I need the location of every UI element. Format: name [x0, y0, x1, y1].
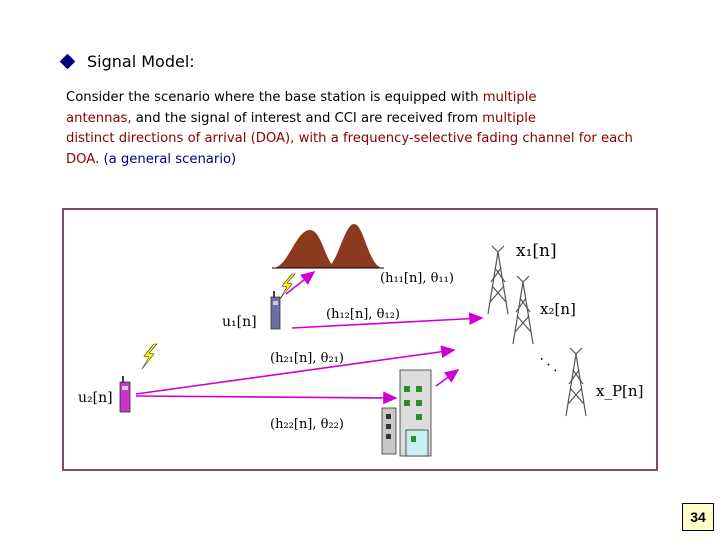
para-highlight-multiple-1: multiple — [482, 90, 537, 105]
para-highlight-antennas: antennas, — [66, 110, 132, 126]
diagram-canvas: u₁[n] u₂[n] x₁[n] x₂[n] x_P[n] (h₁₁[n], … — [78, 224, 643, 457]
channel-11-label: (h₁₁[n], θ₁₁) — [380, 271, 454, 286]
para-segment-3: . — [95, 151, 104, 167]
user2-label: u₂[n] — [78, 390, 113, 406]
arrow-u1-to-peak — [285, 271, 316, 295]
user2-lightning-icon — [141, 343, 158, 370]
arrow-building-to-xP — [435, 369, 460, 387]
arrow-u2-to-x2 — [135, 345, 456, 395]
para-highlight-doa: distinct directions of arrival (DOA), wi… — [66, 131, 633, 167]
arrow-u2-to-building — [135, 391, 398, 405]
para-segment-1: Consider the scenario where the base sta… — [66, 90, 483, 105]
user1-handset-icon — [270, 291, 281, 330]
channel-12-label: (h₁₂[n], θ₁₂) — [326, 307, 400, 322]
doa-peak-right — [326, 224, 382, 268]
doa-peak-left — [274, 230, 336, 268]
para-highlight-multiple-2: multiple — [482, 110, 537, 126]
antenna-tower-1-icon — [487, 245, 509, 315]
antenna-tower-2-icon — [512, 275, 534, 345]
building-icon — [381, 369, 432, 457]
channel-22-label: (h₂₂[n], θ₂₂) — [270, 417, 344, 432]
user1-label: u₁[n] — [222, 314, 257, 330]
antenna-ellipsis: · · · — [534, 352, 561, 379]
diamond-bullet-icon — [59, 53, 76, 70]
page-number-badge: 34 — [682, 503, 714, 531]
signal-model-diagram: u₁[n] u₂[n] x₁[n] x₂[n] x_P[n] (h₁₁[n], … — [62, 208, 658, 471]
user1-lightning-icon — [279, 273, 296, 300]
user2-handset-icon — [119, 376, 131, 413]
slide-heading: Signal Model: — [59, 52, 195, 71]
para-general-scenario: (a general scenario) — [103, 151, 237, 167]
channel-21-label: (h₂₁[n], θ₂₁) — [270, 351, 344, 366]
antenna-tower-P-icon — [565, 347, 587, 417]
arrow-u1-to-x1 — [291, 312, 484, 329]
heading-text: Signal Model: — [87, 52, 195, 71]
para-segment-2: and the signal of interest and CCI are r… — [131, 110, 483, 126]
antenna-1-label: x₁[n] — [516, 241, 557, 261]
antenna-P-label: x_P[n] — [596, 382, 643, 400]
antenna-2-label: x₂[n] — [540, 300, 576, 318]
body-paragraph: Consider the scenario where the base sta… — [66, 88, 666, 170]
